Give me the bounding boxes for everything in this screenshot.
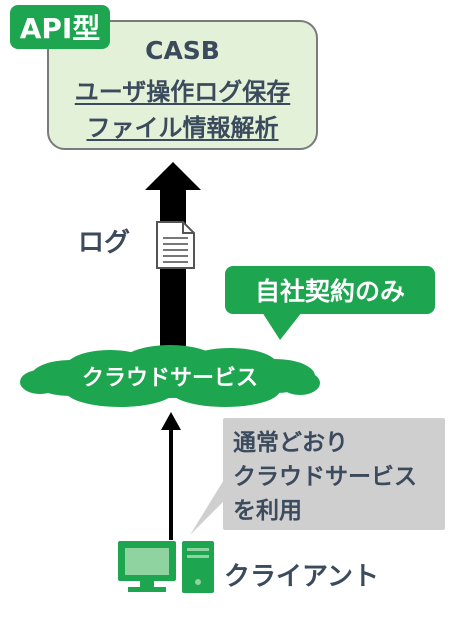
casb-feature-2: ファイル情報解析 bbox=[86, 114, 279, 142]
note-line-2: クラウドサービス bbox=[233, 464, 417, 490]
note-line-3: を利用 bbox=[233, 498, 302, 524]
thin-arrow bbox=[161, 412, 181, 540]
document-icon bbox=[156, 221, 195, 269]
log-label: ログ bbox=[78, 228, 131, 258]
casb-title: CASB bbox=[145, 36, 220, 65]
casb-feature-1: ユーザ操作ログ保存 bbox=[74, 78, 291, 106]
cloud-shape bbox=[20, 345, 320, 407]
badge-pointer bbox=[262, 312, 302, 340]
big-arrow bbox=[145, 162, 201, 355]
api-type-tag: API型 bbox=[10, 5, 110, 49]
pc-icon bbox=[118, 541, 214, 593]
cloud-service-label: クラウドサービス bbox=[81, 366, 258, 391]
client-label: クライアント bbox=[224, 562, 379, 592]
usage-note: 通常どおり クラウドサービス を利用 bbox=[223, 418, 445, 530]
own-contract-badge: 自社契約のみ bbox=[225, 266, 435, 314]
note-line-1: 通常どおり bbox=[233, 430, 348, 456]
